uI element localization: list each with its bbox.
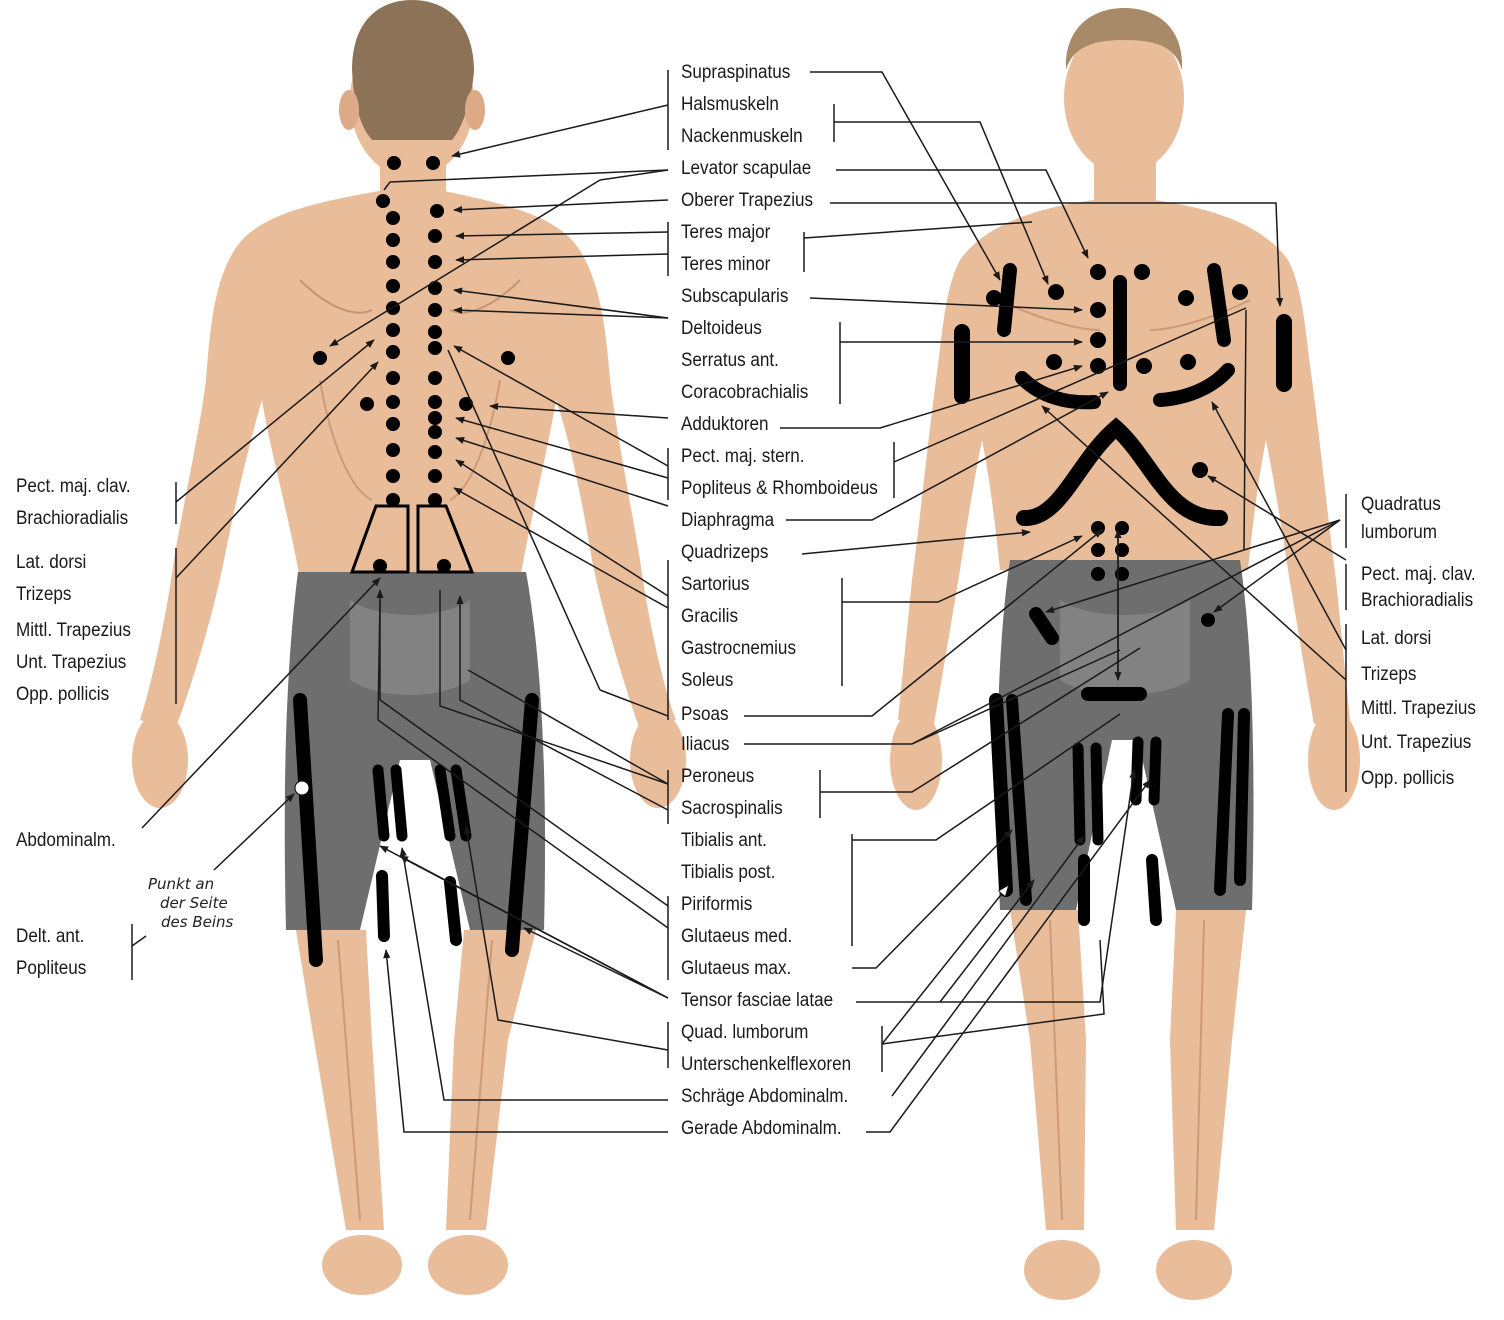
- label-right-brachioradialis: Brachioradialis: [1361, 590, 1473, 612]
- label-tibialis-post: Tibialis post.: [681, 862, 775, 884]
- label-quad-lumborum: Quad. lumborum: [681, 1022, 808, 1044]
- side-note-line-3: des Beins: [161, 914, 233, 931]
- label-sacrospinalis: Sacrospinalis: [681, 798, 783, 820]
- label-left-mittl-trapezius: Mittl. Trapezius: [16, 620, 131, 642]
- label-deltoideus: Deltoideus: [681, 318, 762, 340]
- label-piriformis: Piriformis: [681, 894, 752, 916]
- label-iliacus: Iliacus: [681, 734, 729, 756]
- label-coracobrachialis: Coracobrachialis: [681, 382, 808, 404]
- label-right-lumborum: lumborum: [1361, 522, 1437, 544]
- label-sartorius: Sartorius: [681, 574, 749, 596]
- label-gracilis: Gracilis: [681, 606, 738, 628]
- label-diaphragma: Diaphragma: [681, 510, 774, 532]
- label-left-brachioradialis: Brachioradialis: [16, 508, 128, 530]
- label-psoas: Psoas: [681, 704, 729, 726]
- label-glutaeus-max: Glutaeus max.: [681, 958, 791, 980]
- label-right-pect-maj-clav: Pect. maj. clav.: [1361, 564, 1476, 586]
- label-right-mittl-trapezius: Mittl. Trapezius: [1361, 698, 1476, 720]
- label-subscapularis: Subscapularis: [681, 286, 788, 308]
- label-glutaeus-med: Glutaeus med.: [681, 926, 792, 948]
- label-right-lat-dorsi: Lat. dorsi: [1361, 628, 1431, 650]
- label-right-opp-pollicis: Opp. pollicis: [1361, 768, 1454, 790]
- label-left-lat-dorsi: Lat. dorsi: [16, 552, 86, 574]
- label-tensor-fasciae-latae: Tensor fasciae latae: [681, 990, 833, 1012]
- label-right-quadratus: Quadratus: [1361, 494, 1441, 516]
- label-oberer-trapezius: Oberer Trapezius: [681, 190, 813, 212]
- label-gastrocnemius: Gastrocnemius: [681, 638, 796, 660]
- label-left-opp-pollicis: Opp. pollicis: [16, 684, 109, 706]
- label-teres-major: Teres major: [681, 222, 770, 244]
- side-note-line-1: Punkt an: [148, 876, 214, 893]
- label-serratus-ant: Serratus ant.: [681, 350, 779, 372]
- label-left-popliteus: Popliteus: [16, 958, 86, 980]
- label-quadrizeps: Quadrizeps: [681, 542, 768, 564]
- label-popliteus-rhomboideus: Popliteus & Rhomboideus: [681, 478, 878, 500]
- label-left-pect-maj-clav: Pect. maj. clav.: [16, 476, 131, 498]
- label-levator-scapulae: Levator scapulae: [681, 158, 811, 180]
- label-left-abdominalm: Abdominalm.: [16, 830, 116, 852]
- label-gerade-abdominalm: Gerade Abdominalm.: [681, 1118, 842, 1140]
- label-pect-maj-stern: Pect. maj. stern.: [681, 446, 805, 468]
- label-unterschenkelflexoren: Unterschenkelflexoren: [681, 1054, 851, 1076]
- label-peroneus: Peroneus: [681, 766, 754, 788]
- label-teres-minor: Teres minor: [681, 254, 770, 276]
- label-schraege-abdominalm: Schräge Abdominalm.: [681, 1086, 848, 1108]
- label-left-trizeps: Trizeps: [16, 584, 71, 606]
- front-view-figure: [890, 8, 1360, 1300]
- label-nackenmuskeln: Nackenmuskeln: [681, 126, 803, 148]
- label-tibialis-ant: Tibialis ant.: [681, 830, 767, 852]
- label-right-trizeps: Trizeps: [1361, 664, 1416, 686]
- label-halsmuskeln: Halsmuskeln: [681, 94, 779, 116]
- label-adduktoren: Adduktoren: [681, 414, 768, 436]
- label-soleus: Soleus: [681, 670, 733, 692]
- label-supraspinatus: Supraspinatus: [681, 62, 790, 84]
- label-right-unt-trapezius: Unt. Trapezius: [1361, 732, 1471, 754]
- label-left-delt-ant: Delt. ant.: [16, 926, 84, 948]
- side-note-line-2: der Seite: [160, 895, 228, 912]
- label-left-unt-trapezius: Unt. Trapezius: [16, 652, 126, 674]
